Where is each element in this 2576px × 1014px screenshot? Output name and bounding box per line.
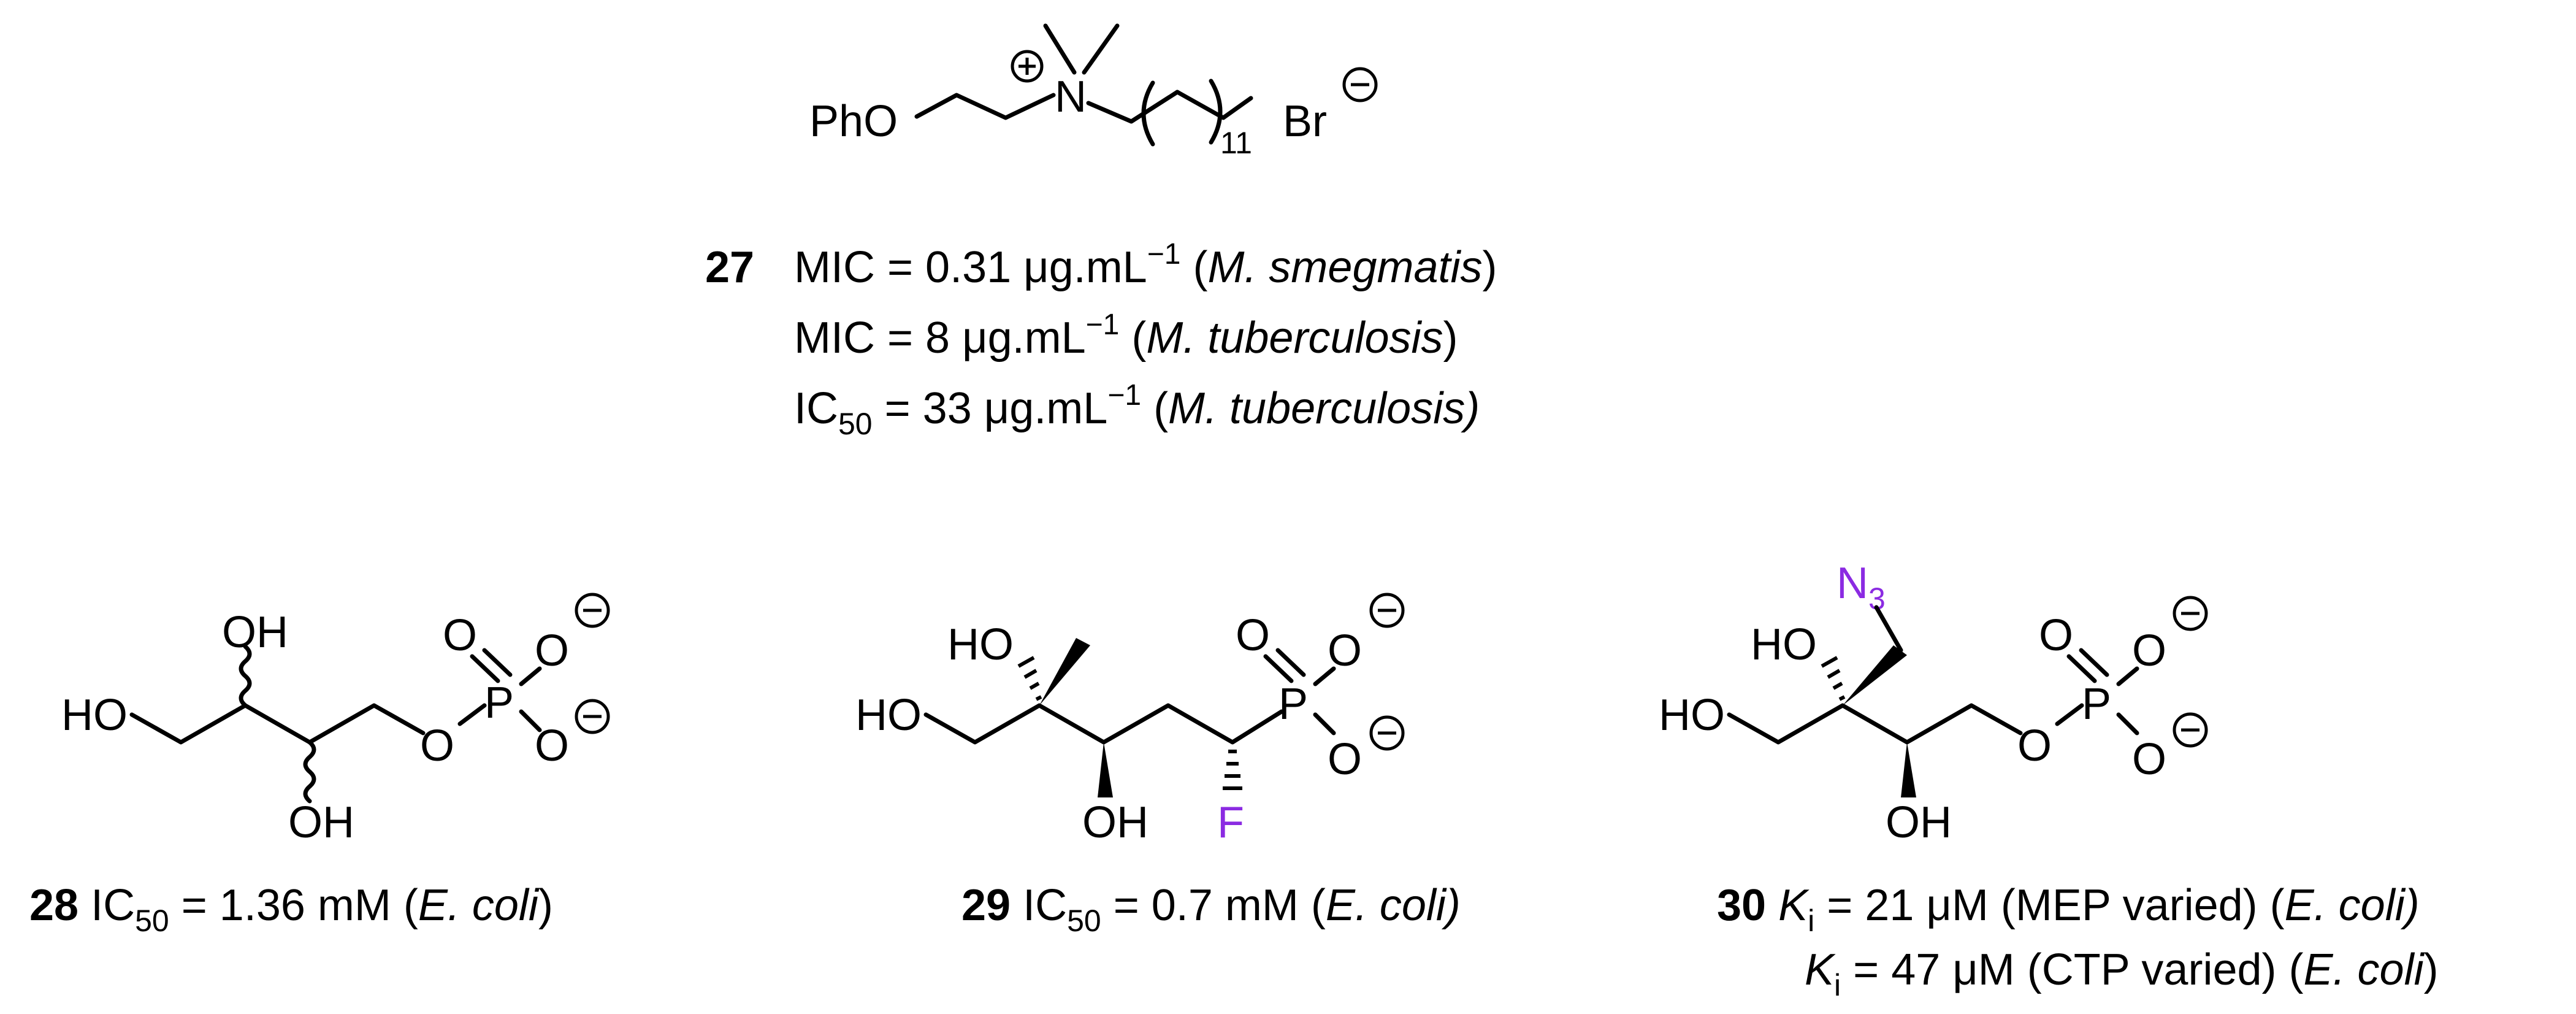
repeat-bracket-right <box>1209 79 1223 145</box>
cmpd29-o-minus-2: O <box>1328 735 1362 784</box>
cmpd30-negative-charge-icon-1 <box>2173 596 2208 631</box>
cmpd28-phosphorus: P <box>484 678 514 728</box>
cmpd30-o-minus-1: O <box>2132 626 2166 675</box>
cmpd28-ester-o: O <box>420 721 454 770</box>
cmpd28-wavy-bond-up <box>239 644 252 708</box>
cmpd30-caption-line1: 30 Ki = 21 μM (MEP varied) (E. coli) <box>1717 881 2420 938</box>
cmpd29-p-o-minus-2-bond <box>1313 712 1336 736</box>
cmpd30-wedge-ch2n3 <box>1843 645 1907 705</box>
cmpd28-oh-top: OH <box>222 608 288 657</box>
cmpd30-p-o-minus-1-bond <box>2116 666 2139 686</box>
pho-label: PhO <box>809 97 898 146</box>
cmpd30-hashed-wedge-oh <box>1821 656 1846 701</box>
cmpd27-line3: IC50 = 33 μg.mL−1 (M. tuberculosis) <box>794 379 1480 441</box>
cmpd28-p-o-minus-2-bond <box>519 709 542 732</box>
cmpd29-backbone <box>923 703 1284 745</box>
cmpd29-ho-top: HO <box>947 620 1014 669</box>
cmpd28-backbone <box>129 703 426 745</box>
cmpd29-hashed-wedge-f <box>1223 750 1242 790</box>
cmpd30-wedge-oh-bottom <box>1901 742 1916 797</box>
cmpd29-p-o-double-2 <box>1275 648 1306 677</box>
cmpd30-ho-top: HO <box>1751 620 1817 669</box>
positive-charge-icon <box>1011 50 1044 83</box>
cmpd29-fluorine: F <box>1217 798 1244 847</box>
cmpd29-o-double: O <box>1236 611 1270 660</box>
n-methyl-right-bond <box>1082 23 1120 75</box>
cmpd30-phosphorus: P <box>2082 680 2111 729</box>
cmpd30-ester-o: O <box>2017 721 2052 770</box>
cmpd30-azide-n: N3 <box>1836 559 1886 616</box>
cmpd30-o-p-bond <box>2055 703 2084 726</box>
ethylene-bonds <box>914 93 1056 120</box>
cmpd28-p-o-double-2 <box>482 648 513 677</box>
cmpd28-oh-bottom: OH <box>288 798 354 847</box>
cmpd28-negative-charge-icon-2 <box>575 699 610 734</box>
cmpd28-wavy-bond-down <box>303 740 316 804</box>
cmpd30-backbone <box>1727 703 2023 745</box>
cmpd30-azide-ch2-bond <box>1874 605 1903 653</box>
compound-29-structure: HO HO OH F P O O O <box>855 593 1405 847</box>
repeat-bracket-left <box>1141 80 1155 147</box>
cmpd29-p-o-minus-1-bond <box>1313 666 1336 686</box>
compound-27-structure: PhO N 11 Br <box>809 23 1378 160</box>
cmpd29-hashed-wedge-oh <box>1017 656 1042 701</box>
cmpd29-o-minus-1: O <box>1328 626 1362 675</box>
cmpd28-o-minus-1: O <box>535 626 569 675</box>
cmpd28-negative-charge-icon-1 <box>575 593 610 628</box>
chain-end-bonds <box>1175 90 1253 120</box>
cmpd28-p-o-double-1 <box>470 654 500 683</box>
ammonium-n-label: N <box>1055 72 1087 121</box>
cmpd28-o-minus-2: O <box>535 721 569 770</box>
cmpd28-ho-left: HO <box>61 691 128 740</box>
cmpd29-phosphorus: P <box>1278 680 1308 729</box>
bromide-label: Br <box>1283 97 1327 146</box>
cmpd29-wedge-oh-bottom <box>1098 742 1113 797</box>
cmpd30-ho-left: HO <box>1659 691 1725 740</box>
compound-27-data: 27 MIC = 0.31 μg.mL−1 (M. smegmatis) MIC… <box>705 238 1497 441</box>
cmpd30-caption-line2: Ki = 47 μM (CTP varied) (E. coli) <box>1805 945 2439 1002</box>
repeat-count: 11 <box>1220 126 1252 160</box>
cmpd29-wedge-methyl <box>1039 638 1090 705</box>
cmpd29-oh-bottom: OH <box>1082 798 1148 847</box>
cmpd30-o-minus-2: O <box>2132 735 2166 784</box>
n-methyl-left-bond <box>1043 23 1077 75</box>
cmpd29-negative-charge-icon-1 <box>1369 593 1405 628</box>
cmpd29-ho-left: HO <box>855 691 922 740</box>
cmpd30-p-o-minus-2-bond <box>2116 712 2139 736</box>
compound-number-27: 27 <box>705 243 754 292</box>
cmpd28-caption: 28 IC50 = 1.36 mM (E. coli) <box>29 881 553 938</box>
cmpd28-o-double: O <box>443 611 477 660</box>
cmpd30-p-o-double-2 <box>2079 648 2109 677</box>
cmpd30-p-o-double-1 <box>2066 654 2097 683</box>
compound-28-structure: HO OH OH O P O O O <box>61 593 610 847</box>
cmpd29-negative-charge-icon-2 <box>1369 715 1405 751</box>
chain-start-bonds <box>1086 90 1180 124</box>
cmpd27-line2: MIC = 8 μg.mL−1 (M. tuberculosis) <box>794 309 1458 363</box>
compound-30-structure: N3 HO HO OH O P O O O <box>1659 559 2208 847</box>
negative-charge-icon <box>1342 67 1378 102</box>
cmpd30-negative-charge-icon-2 <box>2173 712 2208 748</box>
cmpd30-o-double: O <box>2039 611 2073 660</box>
cmpd29-caption: 29 IC50 = 0.7 mM (E. coli) <box>961 881 1461 938</box>
cmpd30-oh-bottom: OH <box>1886 798 1952 847</box>
cmpd29-p-o-double-1 <box>1263 654 1294 683</box>
cmpd27-line1: MIC = 0.31 μg.mL−1 (M. smegmatis) <box>794 238 1497 292</box>
cmpd28-p-o-minus-1-bond <box>519 666 542 686</box>
cmpd28-o-p-bond <box>457 703 487 726</box>
